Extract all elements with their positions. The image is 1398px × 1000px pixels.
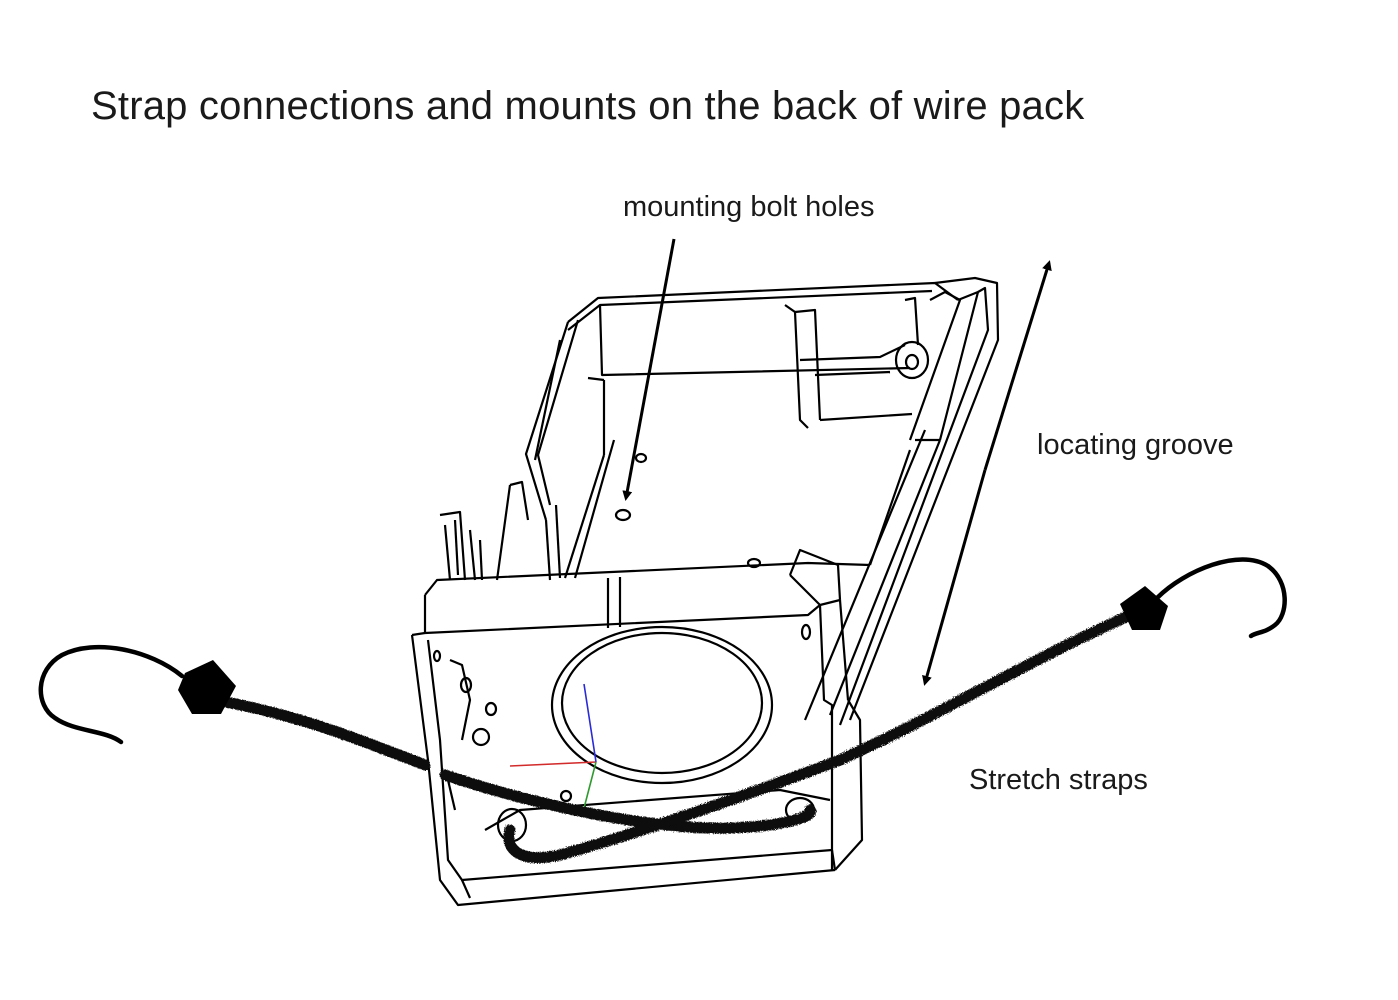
- stretch-strap-left: [209, 694, 817, 834]
- strap-hook-left-icon: [38, 644, 236, 745]
- diagram-title: Strap connections and mounts on the back…: [91, 84, 1085, 128]
- arrow-icon: [622, 238, 1052, 686]
- coordinate-axes-icon: [509, 683, 597, 813]
- stretch-strap-right: [503, 610, 1134, 864]
- wire-pack-housing: [410, 276, 1000, 907]
- label-stretch-straps: Stretch straps: [969, 764, 1148, 796]
- label-locating-groove: locating groove: [1037, 429, 1234, 461]
- strap-hook-right-icon: [1120, 557, 1287, 639]
- label-mounting-bolt-holes: mounting bolt holes: [623, 191, 875, 223]
